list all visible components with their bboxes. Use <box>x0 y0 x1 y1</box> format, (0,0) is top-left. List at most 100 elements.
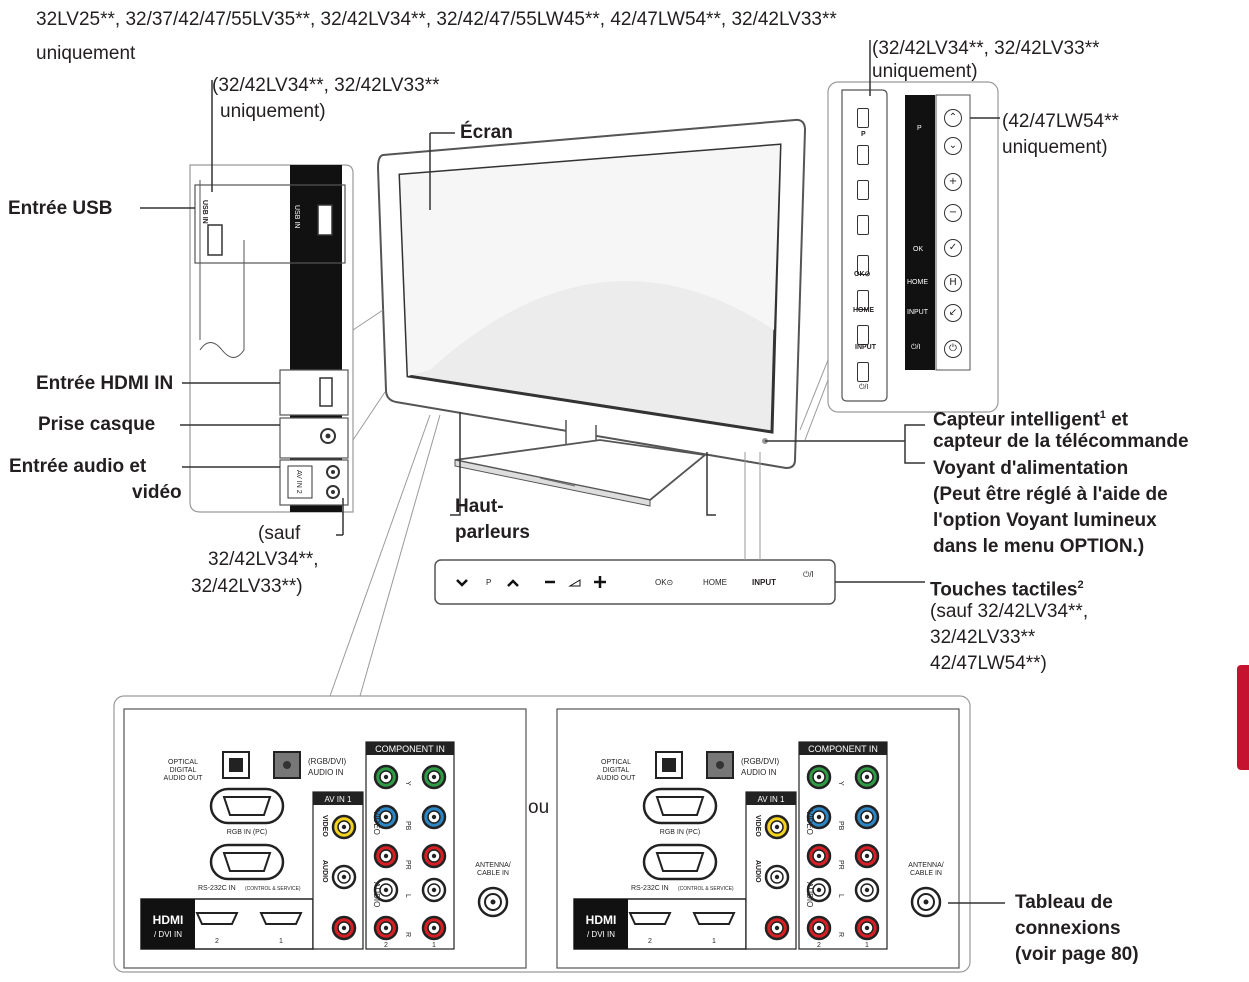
sauf-3: 32/42LV33**) <box>191 576 303 597</box>
black-ok: OK <box>913 246 924 253</box>
panel-text: VIDEO <box>372 810 381 835</box>
panel-text: AUDIO OUT <box>597 775 637 782</box>
touches-line4: 42/47LW54**) <box>930 653 1047 674</box>
black-home: HOME <box>907 279 928 286</box>
lw54-note-line1: (42/47LW54** <box>1002 111 1119 132</box>
side-touch-button <box>857 362 869 382</box>
col-power: ⏻/I <box>859 384 869 391</box>
right-note-line2: uniquement) <box>872 61 978 82</box>
hdmi-2-port <box>195 912 239 925</box>
col-p: P <box>861 131 866 138</box>
touches-line2: (sauf 32/42LV34**, <box>930 601 1089 622</box>
panel-text: AV IN 1 <box>758 795 786 804</box>
right-note-line1: (32/42LV34**, 32/42LV33** <box>872 38 1100 59</box>
touch-power: ⏻/I <box>803 570 814 579</box>
panel-text: VIDEO <box>805 810 814 835</box>
capteur-line2: capteur de la télécommande <box>933 431 1189 452</box>
panel-text: 1 <box>432 942 436 949</box>
voyant-line1: Voyant d'alimentation <box>933 458 1129 479</box>
panel-text: PB <box>404 821 411 831</box>
panel-text: CABLE IN <box>910 870 942 877</box>
side-touch-button <box>857 325 869 345</box>
panel-text: R <box>837 932 844 937</box>
usb-in-label: USB IN <box>293 205 300 229</box>
panel-text: AUDIO <box>372 882 381 907</box>
circle-button-icon: + <box>944 173 962 191</box>
language-tab <box>1237 665 1249 770</box>
black-input: INPUT <box>907 309 928 316</box>
touch-home: HOME <box>703 578 727 587</box>
panel-text: 1 <box>279 938 283 945</box>
panel-text: R <box>404 932 411 937</box>
touch-input: INPUT <box>752 578 776 587</box>
panel-text: ANTENNA/ <box>475 862 510 869</box>
panel-text: VIDEO <box>754 815 761 837</box>
capteur-line1: Capteur intelligent1 et <box>933 409 1129 431</box>
panel-text: L <box>837 894 844 898</box>
panel-text: / DVI IN <box>587 930 615 939</box>
panel-text: 1 <box>712 938 716 945</box>
panel-text: AV IN 1 <box>325 795 353 804</box>
panel-text: (RGB/DVI) <box>308 757 347 766</box>
av-in-2-label: AV IN 2 <box>295 470 302 494</box>
hp-label: H/P <box>291 425 298 437</box>
audio-in-port <box>273 751 301 779</box>
tableau-1: Tableau de <box>1015 892 1113 913</box>
panel-text: COMPONENT IN <box>375 744 445 754</box>
sauf-1: (sauf <box>258 523 301 544</box>
touch-ok: OK⊙ <box>655 578 674 587</box>
col-input: INPUT <box>855 344 876 351</box>
circle-button-icon: H <box>944 274 962 292</box>
panel-text: RGB IN (PC) <box>227 829 267 836</box>
circle-button-icon: ✓ <box>944 239 962 257</box>
sauf-2: 32/42LV34**, <box>208 549 319 570</box>
hdmi-1-port <box>692 912 736 925</box>
panel-text: PR <box>837 860 844 870</box>
panel-text: HDMI <box>586 913 617 927</box>
ou-label: ou <box>528 797 550 818</box>
panel-text: AUDIO IN <box>308 768 344 777</box>
panel-text: RGB IN (PC) <box>660 829 700 836</box>
panel-text: VIDEO <box>321 815 328 837</box>
models-line: 32LV25**, 32/37/42/47/55LV35**, 32/42LV3… <box>36 9 837 30</box>
hdmi-2-port <box>628 912 672 925</box>
side-touch-button <box>857 145 869 165</box>
panel-text: PR <box>404 860 411 870</box>
panel-text: DIGITAL <box>170 767 197 774</box>
side-note-line2: uniquement) <box>220 101 326 122</box>
panel-text: 2 <box>648 938 652 945</box>
panel-text: RS-232C IN <box>198 885 236 892</box>
hdmi-label: Entrée HDMI IN <box>36 373 174 394</box>
panel-text: CABLE IN <box>477 870 509 877</box>
side-touch-button <box>857 180 869 200</box>
voyant-line4: dans le menu OPTION.) <box>933 536 1145 557</box>
ecran-label: Écran <box>460 122 513 143</box>
haut-parleurs-1: Haut- <box>455 496 504 517</box>
casque-label: Prise casque <box>38 414 156 435</box>
col-home: HOME <box>853 307 874 314</box>
panel-text: AUDIO OUT <box>164 775 204 782</box>
panel-text: Y <box>404 781 411 786</box>
panel-text: DIGITAL <box>603 767 630 774</box>
usb-label: Entrée USB <box>8 198 113 219</box>
col-ok: OK⊙ <box>854 271 871 278</box>
side-touch-button <box>857 108 869 128</box>
touches-line3: 32/42LV33** <box>930 627 1036 648</box>
panel-text: 2 <box>817 942 821 949</box>
panel-text: AUDIO <box>321 860 328 883</box>
side-note-line1: (32/42LV34**, 32/42LV33** <box>212 75 440 96</box>
panel-text: 2 <box>384 942 388 949</box>
side-touch-button <box>857 215 869 235</box>
panel-text: / DVI IN <box>154 930 182 939</box>
side-touch-button <box>857 255 869 275</box>
hdmi-in-3-label: IN 3 <box>297 386 304 399</box>
panel-text: AUDIO <box>754 860 761 883</box>
av-label-2: vidéo <box>132 482 182 503</box>
av-label-1: Entrée audio et <box>9 456 147 477</box>
lw54-note-line2: uniquement) <box>1002 137 1108 158</box>
panel-text: OPTICAL <box>601 759 631 766</box>
black-power: ⏻/I <box>911 344 921 351</box>
panel-text: ANTENNA/ <box>908 862 943 869</box>
circle-button-icon: ⏻ <box>944 340 962 358</box>
